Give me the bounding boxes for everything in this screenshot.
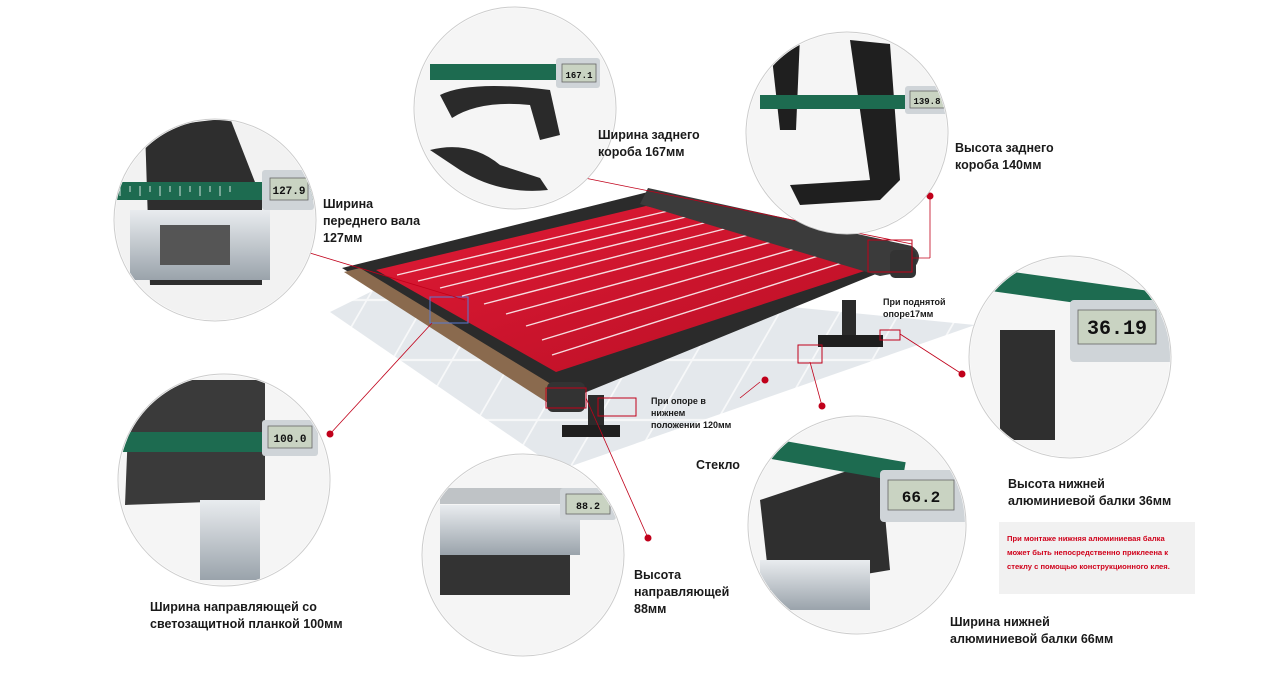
detail-lower-beam-height (968, 255, 1172, 459)
readout-rear-box-height: 139.8 (913, 97, 940, 107)
label-line: При опоре в (651, 396, 706, 406)
label-guide-width: Ширина направляющей со светозащитной пла… (150, 599, 343, 633)
detail-lower-beam-width (747, 415, 967, 635)
label-line: При поднятой (883, 297, 946, 307)
label-line: короба 167мм (598, 145, 685, 159)
detail-guide-height (421, 453, 625, 657)
label-glass: Стекло (696, 458, 740, 472)
label-line: Высота заднего (955, 141, 1054, 155)
leader-lines (299, 169, 963, 539)
label-line: Высота (634, 568, 682, 582)
label-lower-beam-width: Ширина нижней алюминиевой балки 66мм (950, 614, 1113, 648)
label-line: 88мм (634, 602, 667, 616)
pergola-roof (330, 188, 975, 470)
label-line: направляющей (634, 585, 730, 599)
label-lowered-support: При опоре в нижнем положении 120мм (651, 395, 731, 431)
detail-rear-box-width (413, 6, 617, 210)
detail-rear-box-height (745, 31, 949, 235)
label-rear-box-width: Ширина заднего короба 167мм (598, 127, 700, 161)
readout-guide-height: 88.2 (576, 502, 600, 513)
label-line: положении 120мм (651, 420, 732, 430)
label-line: Ширина направляющей со (150, 600, 317, 614)
label-line: 127мм (323, 231, 363, 245)
label-front-shaft-width: Ширина переднего вала 127мм (323, 196, 420, 247)
label-lower-beam-height: Высота нижней алюминиевой балки 36мм (1008, 476, 1171, 510)
label-line: Ширина нижней (950, 615, 1050, 629)
label-line: алюминиевой балки 66мм (950, 632, 1114, 646)
label-line: Высота нижней (1008, 477, 1105, 491)
installation-note: При монтаже нижняя алюминиевая балка мож… (999, 522, 1195, 594)
label-raised-support: При поднятой опоре17мм (883, 296, 946, 320)
label-guide-height: Высота направляющей 88мм (634, 567, 729, 618)
label-line: переднего вала (323, 214, 421, 228)
label-line: Ширина заднего (598, 128, 700, 142)
detail-front-shaft (113, 118, 317, 322)
installation-note-text: При монтаже нижняя алюминиевая балка мож… (1007, 534, 1170, 571)
readout-rear-box-width: 167.1 (565, 71, 593, 81)
readout-lower-beam-width: 66.2 (902, 489, 940, 507)
label-line: опоре17мм (883, 309, 934, 319)
label-line: нижнем (651, 408, 686, 418)
detail-guide-width (117, 373, 331, 587)
label-line: алюминиевой балки 36мм (1008, 494, 1172, 508)
label-rear-box-height: Высота заднего короба 140мм (955, 140, 1054, 174)
label-line: короба 140мм (955, 158, 1042, 172)
roof-fabric (376, 206, 892, 372)
label-line: светозащитной планкой 100мм (150, 617, 343, 631)
readout-guide-width: 100.0 (273, 434, 306, 446)
readout-lower-beam-height: 36.19 (1087, 318, 1147, 341)
label-line: Ширина (323, 197, 374, 211)
readout-front-shaft: 127.9 (272, 186, 305, 198)
